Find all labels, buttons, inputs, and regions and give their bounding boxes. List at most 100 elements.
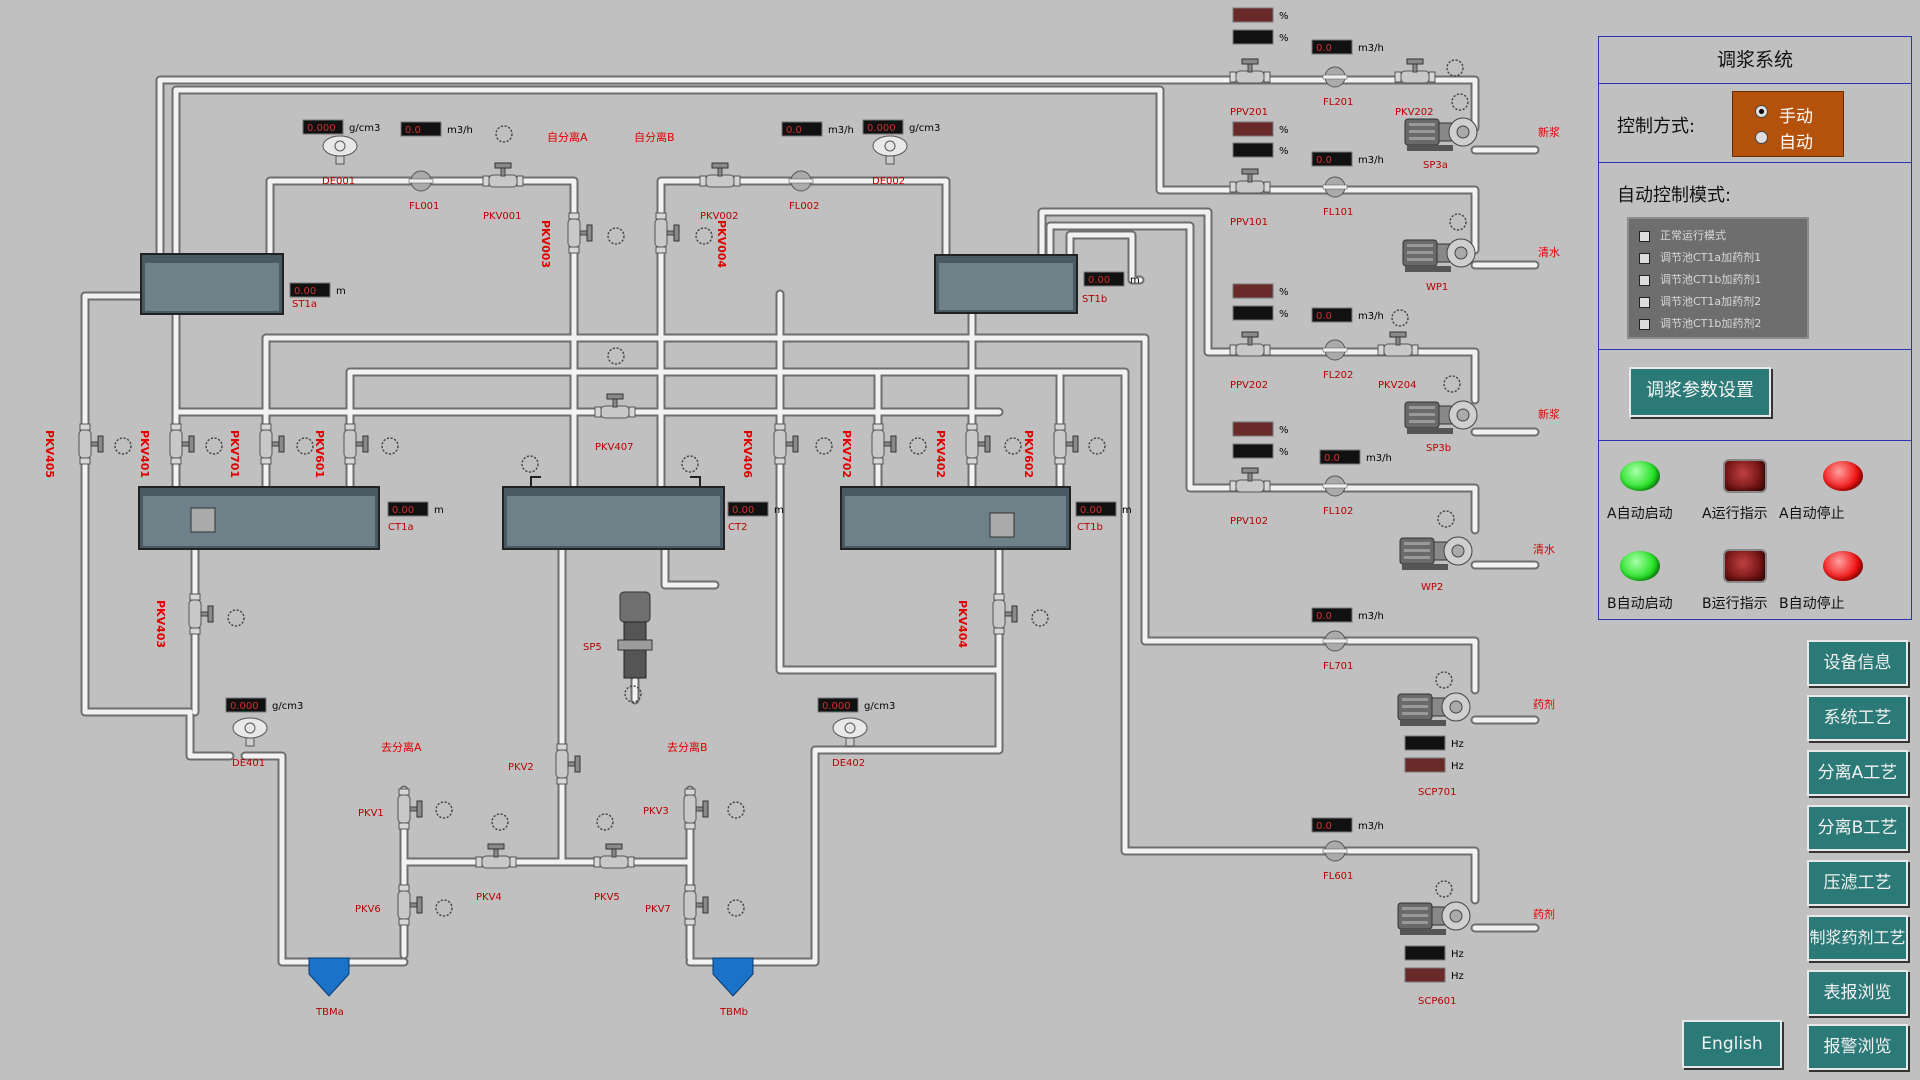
nav-reports[interactable]: 表报浏览 bbox=[1807, 970, 1908, 1016]
flowmeter-fl002 bbox=[788, 170, 814, 192]
valve-pkv4[interactable] bbox=[475, 843, 517, 869]
hz-3-unit: Hz bbox=[1451, 971, 1464, 982]
label-ct1b: CT1b bbox=[1077, 522, 1103, 533]
density-meter-de402[interactable] bbox=[832, 717, 868, 747]
label-pkv701: PKV701 bbox=[228, 430, 241, 478]
valve-pkv2[interactable] bbox=[555, 743, 581, 785]
valve-pkv7[interactable] bbox=[683, 884, 709, 926]
nav-separation-a[interactable]: 分离A工艺 bbox=[1807, 750, 1908, 796]
valve-pkv601[interactable] bbox=[343, 423, 369, 465]
a-auto-stop-lamp[interactable] bbox=[1823, 461, 1863, 491]
valve-pkv5[interactable] bbox=[593, 843, 635, 869]
nav-alarms[interactable]: 报警浏览 bbox=[1807, 1024, 1908, 1070]
hz-1-unit: Hz bbox=[1451, 761, 1464, 772]
valve-pkv003[interactable] bbox=[567, 212, 593, 254]
label-pkv401: PKV401 bbox=[138, 430, 151, 478]
valve-pkv202[interactable] bbox=[1394, 58, 1436, 84]
valve-pkv403[interactable] bbox=[188, 593, 214, 635]
auto-mode-item[interactable]: 调节池CT1b加药剂2 bbox=[1639, 315, 1761, 333]
control-mode-section: 控制方式: 手动 自动 bbox=[1599, 84, 1911, 163]
valve-pkv1[interactable] bbox=[397, 788, 423, 830]
nav-filter-press[interactable]: 压滤工艺 bbox=[1807, 860, 1908, 906]
pump-wp1[interactable] bbox=[1402, 238, 1476, 273]
flow-label-qingshui-2: 清水 bbox=[1533, 543, 1555, 556]
valve-pkv405[interactable] bbox=[78, 423, 104, 465]
fl202-unit: m3/h bbox=[1358, 311, 1384, 322]
position-indicator-icon bbox=[435, 899, 453, 917]
param-section: 调浆参数设置 bbox=[1599, 350, 1911, 441]
percent-3-display bbox=[1232, 142, 1274, 158]
valve-pkv701[interactable] bbox=[259, 423, 285, 465]
pipe bbox=[658, 178, 949, 488]
a-auto-start-lamp[interactable] bbox=[1620, 461, 1660, 491]
density-meter-de401[interactable] bbox=[232, 717, 268, 747]
valve-pkv702[interactable] bbox=[871, 423, 897, 465]
valve-pkv407[interactable] bbox=[594, 393, 636, 419]
flow-label-sep-b-in: 自分离B bbox=[634, 130, 675, 144]
auto-mode-item[interactable]: 调节池CT1b加药剂1 bbox=[1639, 271, 1761, 289]
valve-pkv406[interactable] bbox=[773, 423, 799, 465]
checkbox-icon[interactable] bbox=[1639, 230, 1650, 242]
hz-3-display bbox=[1404, 967, 1446, 983]
param-settings-button[interactable]: 调浆参数设置 bbox=[1629, 367, 1771, 417]
b-auto-start-lamp[interactable] bbox=[1620, 551, 1660, 581]
position-indicator-icon bbox=[296, 437, 314, 455]
pump-scp701[interactable] bbox=[1397, 692, 1471, 727]
percent-0-display bbox=[1232, 7, 1274, 23]
flow-label-qingshui-1: 清水 bbox=[1538, 246, 1560, 259]
b-auto-stop-lamp[interactable] bbox=[1823, 551, 1863, 581]
mode-manual-option[interactable]: 手动 bbox=[1755, 102, 1813, 127]
valve-pkv3[interactable] bbox=[683, 788, 709, 830]
nav-separation-b[interactable]: 分离B工艺 bbox=[1807, 805, 1908, 851]
percent-1-unit: % bbox=[1279, 33, 1289, 44]
checkbox-icon[interactable] bbox=[1639, 318, 1650, 330]
mode-auto-option[interactable]: 自动 bbox=[1755, 128, 1813, 153]
valve-pkv401[interactable] bbox=[169, 423, 195, 465]
nav-slurry-reagent[interactable]: 制浆药剂工艺 bbox=[1807, 915, 1908, 961]
valve-ppv202[interactable] bbox=[1229, 331, 1271, 357]
auto-mode-item[interactable]: 正常运行模式 bbox=[1639, 227, 1726, 245]
pump-sp3b[interactable] bbox=[1404, 400, 1478, 435]
checkbox-icon[interactable] bbox=[1639, 274, 1650, 286]
english-button[interactable]: English bbox=[1682, 1020, 1782, 1068]
label-ppv101: PPV101 bbox=[1230, 217, 1268, 228]
label-scp601: SCP601 bbox=[1418, 996, 1456, 1007]
density-meter-de002[interactable] bbox=[872, 135, 908, 165]
valve-pkv402[interactable] bbox=[965, 423, 991, 465]
pipe bbox=[173, 87, 1478, 263]
position-indicator-icon bbox=[727, 899, 745, 917]
position-indicator-icon bbox=[1031, 609, 1049, 627]
a-run-indicator-lamp bbox=[1723, 459, 1767, 493]
valve-ppv201[interactable] bbox=[1229, 58, 1271, 84]
fl201-unit: m3/h bbox=[1358, 43, 1384, 54]
valve-pkv404[interactable] bbox=[992, 593, 1018, 635]
label-de402: DE402 bbox=[832, 758, 865, 769]
density-meter-de001[interactable] bbox=[322, 135, 358, 165]
pump-sp3a[interactable] bbox=[1404, 117, 1478, 152]
valve-pkv204[interactable] bbox=[1377, 331, 1419, 357]
valve-pkv6[interactable] bbox=[397, 884, 423, 926]
valve-pkv001[interactable] bbox=[482, 162, 524, 188]
auto-mode-item[interactable]: 调节池CT1a加药剂2 bbox=[1639, 293, 1761, 311]
pump-wp2[interactable] bbox=[1399, 536, 1473, 571]
radio-unselected-icon[interactable] bbox=[1755, 131, 1768, 144]
nav-system-process[interactable]: 系统工艺 bbox=[1807, 695, 1908, 741]
pipe bbox=[1067, 232, 1143, 283]
nav-device-info[interactable]: 设备信息 bbox=[1807, 640, 1908, 686]
valve-ppv102[interactable] bbox=[1229, 467, 1271, 493]
valve-pkv002[interactable] bbox=[699, 162, 741, 188]
checkbox-icon[interactable] bbox=[1639, 296, 1650, 308]
label-pkv601: PKV601 bbox=[313, 430, 326, 478]
percent-6-unit: % bbox=[1279, 425, 1289, 436]
level-ct1a-value: 0.00 bbox=[392, 505, 414, 516]
valve-pkv602[interactable] bbox=[1053, 423, 1079, 465]
pump-scp601[interactable] bbox=[1397, 901, 1471, 936]
valve-ppv101[interactable] bbox=[1229, 168, 1271, 194]
a-auto-start-label: A自动启动 bbox=[1607, 506, 1673, 522]
checkbox-icon[interactable] bbox=[1639, 252, 1650, 264]
radio-selected-icon[interactable] bbox=[1755, 105, 1768, 118]
auto-mode-item-label: 调节池CT1a加药剂1 bbox=[1660, 251, 1762, 264]
auto-mode-item[interactable]: 调节池CT1a加药剂1 bbox=[1639, 249, 1761, 267]
valve-pkv004[interactable] bbox=[654, 212, 680, 254]
pump-sp5[interactable] bbox=[617, 591, 653, 679]
